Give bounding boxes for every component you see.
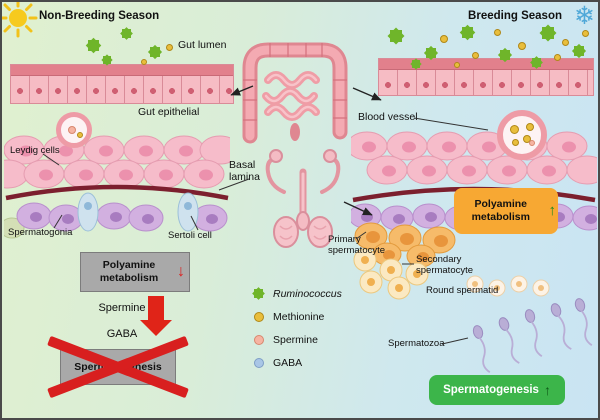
methionine-dot [472, 52, 479, 59]
red-down-arrow-icon: ↓ [177, 263, 185, 281]
legend-item-spermine: Spermine [252, 328, 342, 351]
legend-item-ruminococcus: Ruminococcus [252, 282, 342, 305]
nonbreeding-polyamine-box: Polyamine metabolism ↓ [80, 252, 190, 292]
methionine-dot [526, 123, 534, 131]
gut-epithelial-label: Gut epithelial [138, 106, 200, 118]
methionine-dot [582, 30, 589, 37]
legend-label: GABA [273, 356, 303, 369]
spermine-dot [529, 140, 535, 146]
methionine-dot [166, 44, 173, 51]
primary-spermatocyte-label: Primary spermatocyte [328, 234, 386, 256]
breeding-polyamine-text: Polyamine metabolism [471, 198, 530, 223]
methionine-dot [518, 42, 526, 50]
sertoli-cell-label: Sertoli cell [168, 230, 212, 241]
red-x-icon [46, 335, 190, 399]
sertoli-cell-shape [177, 192, 199, 232]
ruminococcus-icon [542, 27, 554, 39]
secondary-spermatocyte-label: Secondary spermatocyte [416, 254, 474, 276]
blood-vessel-nonbreeding [56, 112, 92, 148]
legend-item-methionine: Methionine [252, 305, 342, 328]
ruminococcus-icon [103, 56, 111, 64]
ruminococcus-icon [412, 60, 420, 68]
ruminococcus-icon [122, 29, 131, 38]
spermatozoa-illustration [472, 298, 593, 374]
breeding-spermatogenesis-box: Spermatogenesis ↑ [429, 375, 565, 405]
ruminococcus-icon [532, 58, 541, 67]
green-up-arrow-icon: ↑ [548, 202, 557, 219]
methionine-dot [510, 125, 519, 134]
methionine-dot [512, 139, 519, 146]
gut-lumen-label: Gut lumen [178, 39, 227, 51]
ruminococcus-icon [252, 287, 265, 300]
methionine-dot [554, 54, 561, 61]
sun-icon [2, 2, 38, 38]
breeding-polyamine-box: Polyamine metabolism ↑ [454, 188, 558, 234]
non-breeding-title: Non-Breeding Season [39, 10, 160, 22]
ruminococcus-icon [500, 50, 510, 60]
round-spermatid-label: Round spermatid [426, 285, 499, 296]
breeding-title: Breeding Season [468, 10, 562, 22]
nonbreeding-polyamine-text: Polyamine metabolism [99, 259, 159, 284]
legend-label: Spermine [273, 333, 318, 346]
methionine-dot [454, 62, 460, 68]
methionine-dot [77, 132, 83, 138]
intestine-illustration [242, 42, 348, 144]
methionine-dot [494, 29, 501, 36]
ruminococcus-icon [390, 30, 402, 42]
spermatozoa-label: Spermatozoa [388, 338, 445, 349]
methionine-dot [141, 59, 147, 65]
methionine-dot [440, 35, 448, 43]
leydig-cells-label: Leydig cells [10, 145, 60, 156]
blood-vessel-label: Blood vessel [358, 111, 418, 123]
methionine-dot [562, 39, 569, 46]
ruminococcus-icon [574, 46, 584, 56]
gut-epithelium-nonbreeding [10, 64, 234, 104]
legend: Ruminococcus Methionine Spermine GABA [252, 282, 342, 374]
spermatogonia-label: Spermatogonia [8, 227, 73, 238]
breeding-spermatogenesis-text: Spermatogenesis [443, 384, 539, 396]
spermine-label: Spermine [98, 302, 146, 314]
basal-lamina-line [5, 184, 229, 201]
blood-vessel-breeding [497, 110, 547, 160]
legend-label: Methionine [273, 310, 325, 323]
non-breeding-tissue-illustration [4, 135, 230, 239]
gut-epithelium-breeding [378, 58, 594, 96]
methionine-dot [252, 310, 265, 323]
red-down-arrow-icon [140, 296, 172, 336]
ruminococcus-icon [426, 48, 436, 58]
legend-item-gaba: GABA [252, 351, 342, 374]
ruminococcus-icon [462, 27, 473, 38]
snowflake-icon: ❄ [574, 2, 595, 30]
ruminococcus-icon [88, 40, 99, 51]
ruminococcus-icon [150, 47, 160, 57]
gaba-dot [252, 356, 265, 369]
methionine-dot [523, 135, 531, 143]
basal-lamina-label: Basal lamina [229, 159, 260, 183]
spermine-dot [252, 333, 265, 346]
sertoli-cell-shape [77, 192, 99, 232]
gaba-label: GABA [106, 328, 138, 340]
spermine-dot [68, 126, 76, 134]
male-reproductive-illustration [265, 149, 341, 248]
green-up-arrow-icon: ↑ [543, 382, 551, 398]
legend-label: Ruminococcus [273, 287, 342, 300]
